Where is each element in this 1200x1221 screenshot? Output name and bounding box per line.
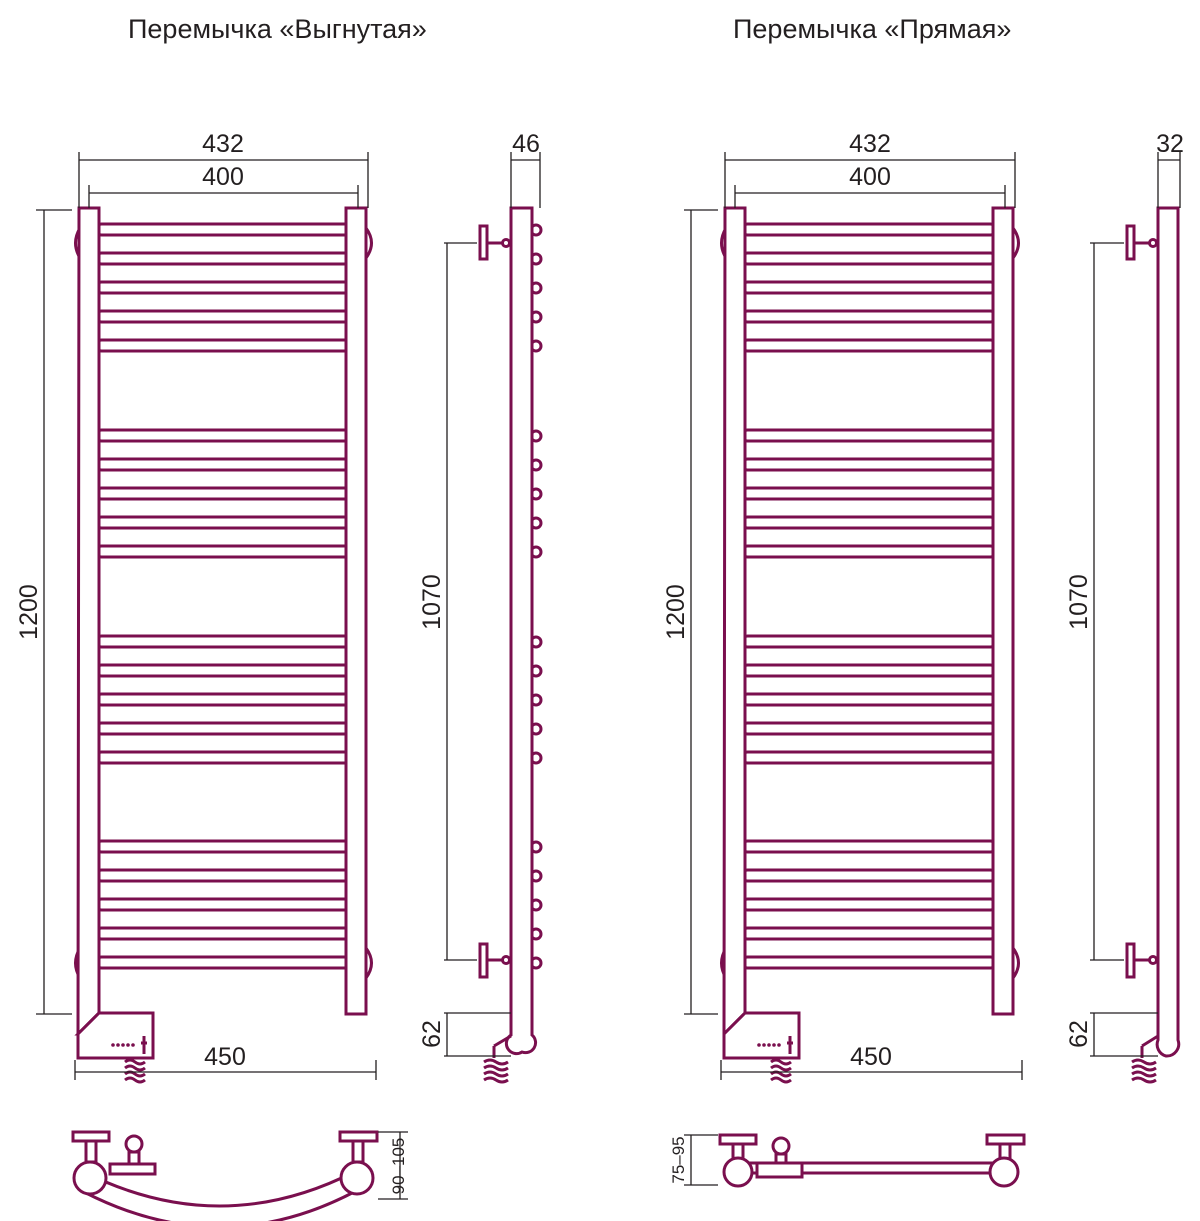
dim-wall-distance-left: 90–105	[389, 1138, 408, 1195]
rung	[94, 515, 352, 530]
right-heater-box	[722, 1011, 801, 1060]
right-wall-mount-top	[1125, 224, 1158, 261]
rung	[740, 457, 998, 472]
left-heater-plug	[124, 1058, 146, 1084]
left-wall-mount-top	[478, 224, 511, 261]
dim-depth-left: 46	[512, 130, 540, 158]
dim-bottom-offset-right: 62	[1065, 1020, 1093, 1048]
rung	[94, 634, 352, 649]
left-heater-box	[76, 1011, 155, 1060]
rung	[740, 868, 998, 883]
left-wall-mount-bottom	[478, 942, 511, 979]
rung	[740, 634, 998, 649]
rung	[740, 750, 998, 765]
dim-bottom-offset-left: 62	[418, 1020, 446, 1048]
dim-wall-distance-right: 75–95	[669, 1136, 688, 1183]
right-side-view: 32 1070 62	[1065, 130, 1184, 1084]
dim-height-right: 1200	[662, 584, 690, 640]
rung	[94, 663, 352, 678]
dim-height-left: 1200	[15, 584, 43, 640]
rung	[94, 486, 352, 501]
rung	[94, 222, 352, 237]
rung	[94, 750, 352, 765]
right-front-rungs	[740, 222, 998, 970]
rung	[740, 338, 998, 353]
rung	[94, 309, 352, 324]
left-side-view: 46 1070 62	[418, 130, 543, 1084]
rung	[94, 457, 352, 472]
rung	[740, 721, 998, 736]
rung	[94, 926, 352, 941]
right-heater-plug	[770, 1058, 792, 1084]
right-front-view: 432 400 1200 450	[662, 130, 1023, 1084]
rung	[740, 428, 998, 443]
rung	[740, 486, 998, 501]
rung	[94, 868, 352, 883]
dim-width-total-left: 450	[204, 1043, 246, 1071]
rung	[740, 839, 998, 854]
rung	[740, 955, 998, 970]
dim-width-inner-right: 400	[849, 163, 891, 191]
left-front-right-post	[344, 206, 368, 1016]
dim-width-inner-left: 400	[202, 163, 244, 191]
left-top-view-curved: 90–105	[71, 1130, 408, 1221]
rung	[740, 515, 998, 530]
left-front-rungs	[94, 222, 352, 970]
dim-width-outer-right: 432	[849, 130, 891, 158]
right-front-left-post	[722, 206, 747, 1038]
rung	[94, 544, 352, 559]
left-front-left-post	[76, 206, 101, 1038]
right-side-plug	[1131, 1034, 1159, 1084]
rung	[94, 897, 352, 912]
dim-depth-right: 32	[1156, 130, 1184, 158]
rung	[740, 692, 998, 707]
dim-mount-distance-left: 1070	[418, 574, 446, 630]
rung	[94, 428, 352, 443]
rung	[740, 926, 998, 941]
rung	[740, 280, 998, 295]
left-front-view: 432 400 1200 450	[15, 130, 377, 1084]
right-top-view-straight: 75–95	[669, 1133, 1026, 1188]
rung	[740, 222, 998, 237]
right-front-right-post	[991, 206, 1015, 1016]
title-curved-jumper: Перемычка «Выгнутая»	[128, 14, 427, 44]
rung	[740, 663, 998, 678]
rung	[94, 839, 352, 854]
rung	[740, 309, 998, 324]
dim-width-total-right: 450	[850, 1043, 892, 1071]
rung	[94, 338, 352, 353]
rung	[740, 544, 998, 559]
rung	[740, 897, 998, 912]
dim-mount-distance-right: 1070	[1065, 574, 1093, 630]
right-wall-mount-bottom	[1125, 942, 1158, 979]
right-side-post	[1155, 206, 1181, 1058]
rung	[740, 251, 998, 266]
rung	[94, 280, 352, 295]
dim-width-outer-left: 432	[202, 130, 244, 158]
title-straight-jumper: Перемычка «Прямая»	[733, 14, 1012, 44]
left-side-post	[504, 206, 538, 1056]
rung	[94, 251, 352, 266]
rung	[94, 955, 352, 970]
rung	[94, 692, 352, 707]
rung	[94, 721, 352, 736]
